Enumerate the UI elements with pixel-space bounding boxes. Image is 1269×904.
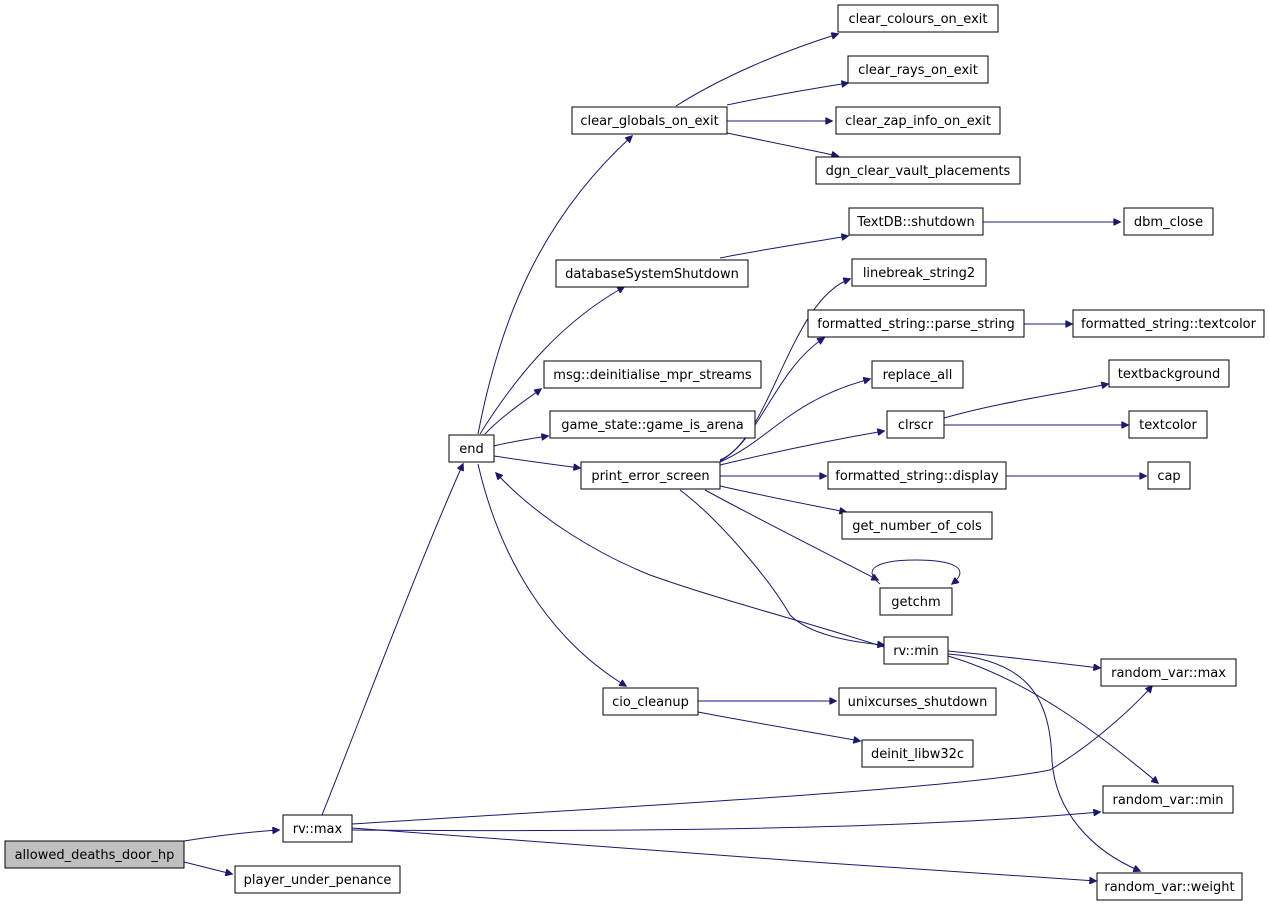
node-label: clear_globals_on_exit	[580, 114, 718, 129]
node-label: random_var::max	[1111, 666, 1226, 681]
edge-print_error_screen-rv_min	[679, 489, 884, 645]
node-fs_textcolor[interactable]: formatted_string::textcolor	[1072, 309, 1265, 338]
node-label: dbm_close	[1134, 215, 1203, 230]
edge-databaseSystemShutdown-textdb_shutdown	[719, 236, 848, 259]
node-label: linebreak_string2	[863, 266, 975, 281]
node-rv_min[interactable]: rv::min	[883, 636, 949, 665]
node-random_var_weight[interactable]: random_var::weight	[1096, 872, 1243, 901]
edge-print_error_screen-get_number_of_cols	[719, 485, 846, 512]
edge-rv_max-random_var_min	[351, 812, 1100, 832]
node-dbm_close[interactable]: dbm_close	[1123, 207, 1214, 236]
node-label: getchm	[891, 595, 940, 610]
edge-end-cio_cleanup	[477, 463, 626, 686]
node-label: dgn_clear_vault_placements	[826, 164, 1011, 179]
edge-end-databaseSystemShutdown	[479, 287, 624, 435]
node-label: TextDB::shutdown	[856, 215, 974, 230]
node-random_var_max[interactable]: random_var::max	[1100, 658, 1237, 687]
node-label: replace_all	[883, 368, 953, 383]
node-label: deinit_libw32c	[871, 747, 964, 762]
edge-print_error_screen-getchm	[704, 489, 878, 580]
node-textbackground[interactable]: textbackground	[1108, 359, 1230, 388]
edge-allowed_deaths_door_hp-player_under_penance	[183, 861, 232, 874]
edge-rv_max-end	[321, 464, 463, 816]
node-label: print_error_screen	[591, 469, 709, 484]
edge-rv_min-random_var_weight	[947, 653, 1140, 871]
node-textcolor[interactable]: textcolor	[1128, 410, 1208, 439]
node-clear_globals_on_exit[interactable]: clear_globals_on_exit	[571, 106, 728, 135]
node-label: game_state::game_is_arena	[561, 418, 744, 433]
node-label: unixcurses_shutdown	[848, 695, 988, 710]
node-cap[interactable]: cap	[1147, 461, 1191, 490]
node-end[interactable]: end	[448, 434, 495, 463]
edge-print_error_screen-replace_all	[719, 379, 870, 463]
edge-end-msg_deinitialise_mpr_streams	[484, 389, 541, 435]
node-label: clear_colours_on_exit	[849, 12, 988, 27]
edge-rv_max-random_var_max	[351, 686, 1152, 825]
node-label: end	[459, 442, 484, 457]
node-label: clrscr	[898, 418, 934, 433]
edge-rv_min-random_var_min	[947, 655, 1158, 783]
node-label: rv::min	[893, 644, 939, 659]
node-label: clear_rays_on_exit	[858, 63, 978, 78]
node-label: cap	[1157, 469, 1180, 484]
node-replace_all[interactable]: replace_all	[871, 360, 964, 389]
node-databaseSystemShutdown[interactable]: databaseSystemShutdown	[555, 259, 749, 288]
node-cio_cleanup[interactable]: cio_cleanup	[602, 687, 699, 716]
edge-clrscr-textbackground	[943, 384, 1108, 419]
nodes: allowed_deaths_door_hp rv::max player_un…	[4, 4, 1265, 901]
node-allowed_deaths_door_hp[interactable]: allowed_deaths_door_hp	[4, 840, 185, 869]
node-deinit_libw32c[interactable]: deinit_libw32c	[861, 739, 974, 768]
node-getchm[interactable]: getchm	[879, 587, 953, 616]
node-label: rv::max	[293, 822, 343, 837]
edge-clear_globals_on_exit-dgn_clear_vault_placements	[726, 132, 838, 156]
node-label: formatted_string::textcolor	[1081, 317, 1257, 332]
node-game_state_game_is_arena[interactable]: game_state::game_is_arena	[549, 410, 756, 439]
node-print_error_screen[interactable]: print_error_screen	[580, 461, 721, 490]
node-textdb_shutdown[interactable]: TextDB::shutdown	[848, 207, 984, 236]
node-label: random_var::weight	[1104, 880, 1234, 895]
node-label: cio_cleanup	[612, 695, 689, 710]
node-player_under_penance[interactable]: player_under_penance	[234, 865, 401, 894]
node-label: clear_zap_info_on_exit	[845, 114, 991, 129]
node-label: textcolor	[1139, 418, 1197, 433]
edge-print_error_screen-clrscr	[719, 431, 884, 466]
edge-clear_globals_on_exit-clear_rays_on_exit	[726, 83, 848, 106]
node-linebreak_string2[interactable]: linebreak_string2	[851, 258, 987, 287]
edge-cio_cleanup-deinit_libw32c	[697, 711, 860, 741]
edge-allowed_deaths_door_hp-rv_max	[183, 830, 279, 842]
node-clear_rays_on_exit[interactable]: clear_rays_on_exit	[847, 55, 989, 84]
node-label: allowed_deaths_door_hp	[15, 848, 175, 863]
node-label: msg::deinitialise_mpr_streams	[553, 368, 752, 383]
edge-end-game_state_game_is_arena	[493, 436, 548, 447]
node-msg_deinitialise_mpr_streams[interactable]: msg::deinitialise_mpr_streams	[543, 360, 762, 389]
node-fs_parse_string[interactable]: formatted_string::parse_string	[807, 309, 1025, 338]
node-unixcurses_shutdown[interactable]: unixcurses_shutdown	[838, 687, 997, 716]
node-label: databaseSystemShutdown	[565, 267, 739, 282]
node-clrscr[interactable]: clrscr	[886, 410, 945, 439]
edge-rv_min-end	[496, 473, 885, 648]
node-label: formatted_string::parse_string	[817, 317, 1014, 332]
node-fs_display[interactable]: formatted_string::display	[827, 461, 1007, 490]
node-label: formatted_string::display	[835, 469, 999, 484]
edge-clear_globals_on_exit-clear_colours_on_exit	[675, 34, 838, 107]
edge-end-print_error_screen	[493, 455, 580, 468]
node-clear_zap_info_on_exit[interactable]: clear_zap_info_on_exit	[835, 106, 1001, 135]
edge-rv_min-random_var_max	[947, 650, 1100, 668]
node-label: random_var::min	[1113, 793, 1224, 808]
node-dgn_clear_vault_placements[interactable]: dgn_clear_vault_placements	[815, 156, 1021, 185]
edge-rv_max-random_var_weight	[351, 827, 1096, 881]
edge-print_error_screen-fs_parse_string	[719, 338, 824, 462]
node-clear_colours_on_exit[interactable]: clear_colours_on_exit	[837, 4, 999, 33]
edge-getchm-getchm	[871, 559, 961, 584]
node-label: get_number_of_cols	[852, 519, 982, 534]
node-label: textbackground	[1118, 367, 1221, 382]
node-random_var_min[interactable]: random_var::min	[1102, 785, 1234, 814]
node-get_number_of_cols[interactable]: get_number_of_cols	[841, 511, 993, 540]
node-rv_max[interactable]: rv::max	[282, 814, 353, 843]
edge-end-clear_globals_on_exit	[477, 136, 632, 435]
node-label: player_under_penance	[244, 873, 392, 888]
